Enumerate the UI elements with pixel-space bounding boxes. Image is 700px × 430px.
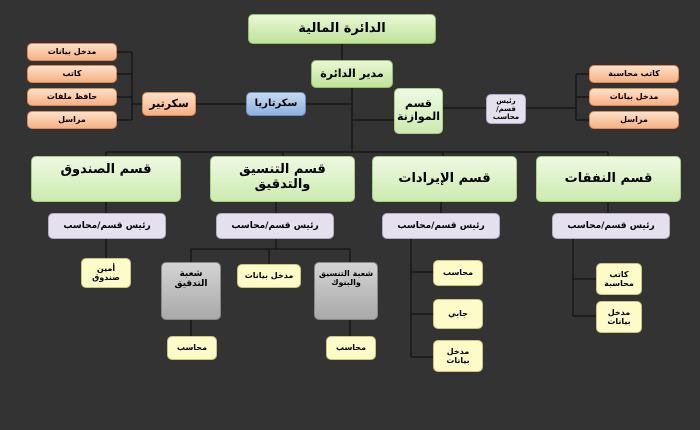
revenue-staff-0: محاسب [433,260,483,286]
expenses-staff-0: كاتب محاسبة [596,263,642,295]
audit-branch-box: شعبة التدقيق [161,262,221,320]
expenses-section-box: قسم النفقات [536,156,681,202]
banks-branch-box: شعبة التنسيق والبنوك [314,262,378,320]
expenses-staff-1: مدخل بيانات [596,301,642,333]
budget-staff-1: مدخل بيانات [589,88,679,106]
treasury-section-box: قسم الصندوق [31,156,181,202]
coordination-data-entry-box: مدخل بيانات [237,264,301,288]
director-box: مدير الدائرة [311,60,393,88]
secretary-staff-1: كاتب [27,65,117,83]
secretary-box: سكرتير [142,92,196,116]
treasury-head-box: رئيس قسم/محاسب [48,213,166,239]
treasury-staff-0: أمين صندوق [81,258,131,288]
expenses-head-box: رئيس قسم/محاسب [552,213,670,239]
secretary-staff-0: مدخل بيانات [27,43,117,61]
audit-accountant-box: محاسب [167,336,217,360]
banks-accountant-box: محاسب [326,336,376,360]
budget-staff-0: كاتب محاسبة [589,65,679,83]
secretary-staff-2: حافظ ملفات [27,88,117,106]
secretary-staff-3: مراسل [27,111,117,129]
revenue-staff-1: جابي [433,299,483,329]
budget-head-box: رئيس قسم/محاسب [486,94,526,124]
revenue-staff-2: مدخل بيانات [433,340,483,372]
revenue-head-box: رئيس قسم/محاسب [382,213,500,239]
coordination-head-box: رئيس قسم/محاسب [216,213,334,239]
budget-staff-2: مراسل [589,111,679,129]
revenue-section-box: قسم الإيرادات [372,156,517,202]
secretariat-box: سكرتاريا [246,92,306,116]
org-title: الدائرة المالية [248,14,436,44]
coordination-section-box: قسم التنسيق والتدقيق [210,156,355,202]
budget-section-box: قسم الموازنة [394,88,443,134]
